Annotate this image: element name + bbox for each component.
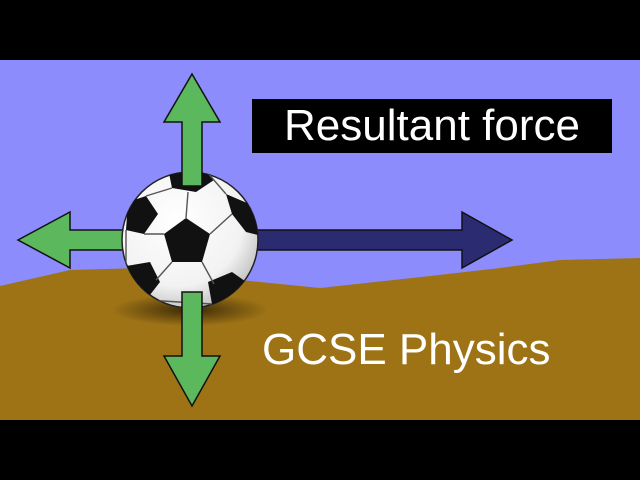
page-title: Resultant force [252,99,612,153]
letterbox-top [0,0,640,60]
arrow-up-icon [162,72,222,187]
letterbox-bottom [0,420,640,480]
arrow-down-icon [162,291,222,408]
page-subtitle: GCSE Physics [262,325,551,374]
arrow-right-icon [249,210,514,270]
